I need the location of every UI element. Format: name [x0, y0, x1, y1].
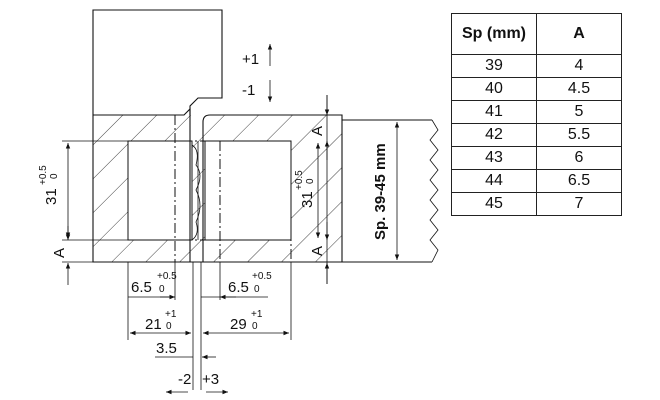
- dim-31-left: 31 +0.5 0: [38, 165, 60, 205]
- cell-a: 5.5: [536, 123, 622, 147]
- cell-sp: 43: [451, 146, 537, 170]
- svg-text:Sp. 39-45 mm: Sp. 39-45 mm: [372, 143, 389, 240]
- dim-6-5-right: 6.5 +0.5 0: [228, 271, 272, 296]
- cell-a: 6.5: [536, 169, 622, 193]
- svg-text:+0.5: +0.5: [252, 271, 272, 282]
- svg-text:+0.5: +0.5: [157, 271, 177, 282]
- hinge-knuckle: [191, 144, 201, 241]
- frame-outline: [342, 119, 432, 263]
- svg-text:+1: +1: [165, 309, 177, 320]
- hinge-pocket-left: [127, 140, 193, 241]
- svg-text:31: 31: [43, 188, 60, 205]
- svg-text:6.5: 6.5: [228, 279, 249, 296]
- column-header-sp: Sp (mm): [451, 13, 537, 55]
- svg-text:0: 0: [252, 321, 258, 332]
- dim-21: 21 +1 0: [145, 309, 177, 333]
- adjust-down-label: -1: [242, 82, 255, 99]
- svg-text:31: 31: [299, 191, 316, 208]
- svg-text:29: 29: [230, 316, 247, 333]
- svg-text:+1: +1: [251, 309, 263, 320]
- svg-text:0: 0: [254, 284, 260, 295]
- svg-text:0: 0: [305, 178, 316, 184]
- column-header-a: A: [536, 13, 622, 55]
- svg-text:0: 0: [166, 321, 172, 332]
- cell-a: 5: [536, 100, 622, 124]
- label-a-right-bottom: A: [309, 246, 326, 256]
- svg-text:0: 0: [49, 173, 60, 179]
- adjust-left-label: -2: [178, 371, 191, 388]
- cell-a: 7: [536, 192, 622, 216]
- cell-sp: 45: [451, 192, 537, 216]
- svg-text:0: 0: [159, 284, 165, 295]
- cell-sp: 39: [451, 54, 537, 78]
- cell-a: 6: [536, 146, 622, 170]
- svg-text:A: A: [309, 126, 326, 136]
- svg-text:A: A: [309, 246, 326, 256]
- sp-range-label: Sp. 39-45 mm: [372, 143, 389, 240]
- frame-break-line: [429, 119, 439, 263]
- door-leaf-outline: [92, 9, 223, 115]
- cell-a: 4.5: [536, 77, 622, 101]
- dim-3-5: 3.5: [156, 340, 177, 357]
- cell-a: 4: [536, 54, 622, 78]
- cell-sp: 40: [451, 77, 537, 101]
- svg-text:21: 21: [145, 316, 162, 333]
- table-header-row: Sp (mm) A: [451, 13, 622, 55]
- dim-31-right: 31 +0.5 0: [294, 170, 316, 208]
- adjust-right-label: +3: [202, 371, 219, 388]
- cell-sp: 42: [451, 123, 537, 147]
- label-a-left: A: [51, 248, 68, 258]
- adjust-up-label: +1: [242, 51, 259, 68]
- frame-section-outline: [202, 114, 343, 263]
- hinge-pocket-right: [204, 140, 292, 241]
- dim-29: 29 +1 0: [230, 309, 263, 333]
- cell-sp: 41: [451, 100, 537, 124]
- svg-text:A: A: [51, 248, 68, 258]
- label-a-right-top: A: [309, 126, 326, 136]
- cell-sp: 44: [451, 169, 537, 193]
- svg-text:+0.5: +0.5: [294, 170, 305, 190]
- svg-text:6.5: 6.5: [131, 279, 152, 296]
- svg-text:+0.5: +0.5: [38, 165, 49, 185]
- dim-6-5-left: 6.5 +0.5 0: [131, 271, 177, 296]
